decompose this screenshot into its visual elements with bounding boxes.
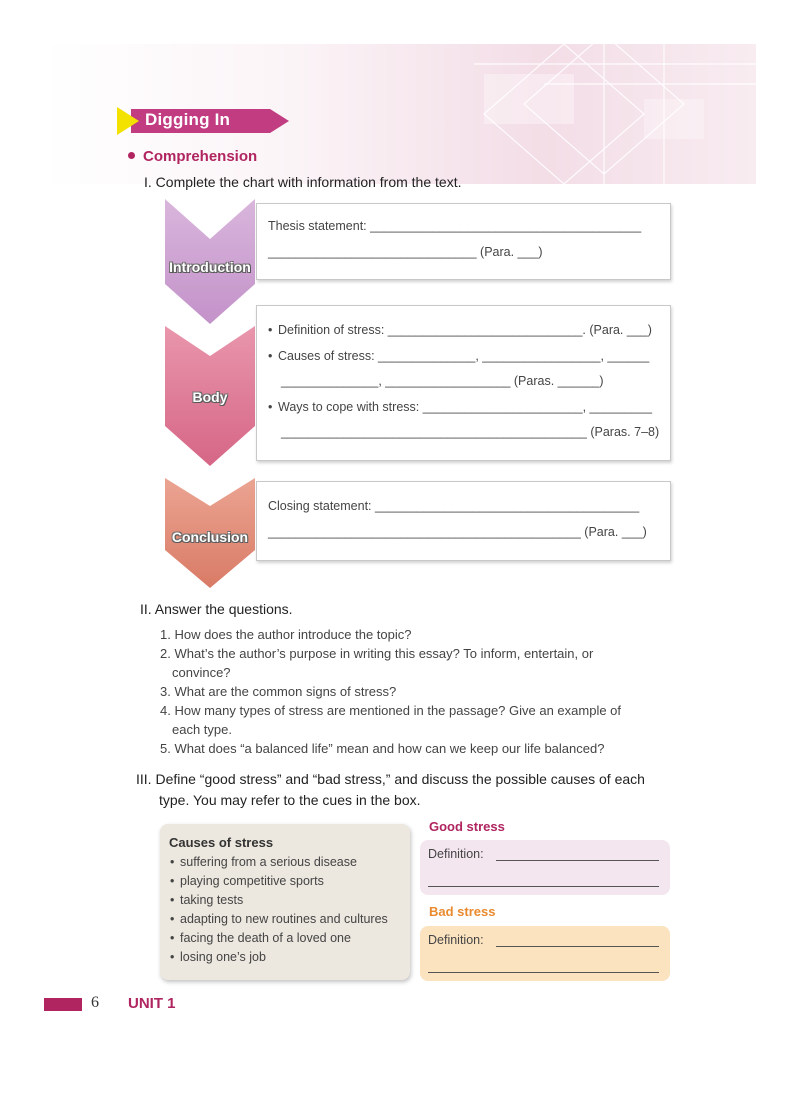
introduction-box: Thesis statement: ______________________…	[256, 203, 671, 280]
header-decoration	[474, 44, 756, 184]
banner-title: Digging In	[145, 110, 231, 129]
subsection-label: Comprehension	[143, 148, 258, 165]
unit-label: UNIT 1	[128, 995, 176, 1012]
causes-line: •Causes of stress: ______________, _____…	[268, 349, 650, 363]
bad-stress-answer-line	[428, 972, 659, 973]
thesis-para-line: ______________________________ (Para. __…	[268, 245, 543, 259]
question-4: 4. How many types of stress are mentione…	[160, 703, 622, 718]
conclusion-chevron: Conclusion	[165, 478, 255, 588]
cause-item: •taking tests	[170, 893, 244, 907]
question-2: 2. What’s the author’s purpose in writin…	[160, 646, 594, 661]
ways-to-cope-line-continued: ________________________________________…	[281, 425, 660, 439]
question-4-continued: each type.	[172, 722, 232, 737]
bad-stress-title: Bad stress	[429, 904, 496, 919]
question-3: 3. What are the common signs of stress?	[160, 684, 397, 699]
good-stress-answer-line	[496, 860, 659, 861]
chevron-shape	[165, 478, 255, 588]
question-5: 5. What does “a balanced life” mean and …	[160, 741, 605, 756]
causes-of-stress-box: Causes of stress •suffering from a serio…	[160, 824, 410, 980]
body-box: •Definition of stress: _________________…	[256, 305, 671, 461]
part3-heading: III. Define “good stress” and “bad stres…	[136, 771, 645, 787]
cause-item: •playing competitive sports	[170, 874, 324, 888]
good-stress-box: Definition:	[420, 840, 670, 895]
cause-item: •suffering from a serious disease	[170, 855, 357, 869]
good-stress-title: Good stress	[429, 819, 505, 834]
question-1: 1. How does the author introduce the top…	[160, 627, 412, 642]
question-list: 1. How does the author introduce the top…	[160, 625, 621, 758]
part1-instruction: Complete the chart with information from…	[155, 174, 462, 190]
introduction-label: Introduction	[169, 259, 251, 275]
body-chevron: Body	[165, 326, 255, 466]
body-label: Body	[192, 389, 228, 405]
part2-number: II.	[140, 601, 152, 617]
footer-bar	[44, 998, 82, 1011]
banner-arrow-icon	[117, 107, 139, 135]
closing-statement-line: Closing statement: _____________________…	[268, 499, 640, 513]
chevron-shape	[165, 199, 255, 324]
bad-stress-box: Definition:	[420, 926, 670, 981]
part2-instruction: Answer the questions.	[154, 601, 293, 617]
cause-item: •losing one’s job	[170, 950, 266, 964]
causes-line-continued: ______________, __________________ (Para…	[281, 374, 604, 388]
cause-item: •facing the death of a loved one	[170, 931, 351, 945]
cause-item: •adapting to new routines and cultures	[170, 912, 388, 926]
section-banner: Digging In	[117, 107, 289, 135]
closing-para-line: ________________________________________…	[268, 525, 647, 539]
part3-number: III.	[136, 771, 152, 787]
bad-stress-answer-line	[496, 946, 659, 947]
definition-line: •Definition of stress: _________________…	[268, 323, 652, 337]
ways-to-cope-line: •Ways to cope with stress: _____________…	[268, 400, 653, 414]
page-number: 6	[91, 994, 99, 1011]
question-2-continued: convince?	[172, 665, 231, 680]
good-stress-answer-line	[428, 886, 659, 887]
part2-heading: II. Answer the questions.	[140, 601, 293, 617]
chevron-shape	[165, 326, 255, 466]
thesis-statement-line: Thesis statement: ______________________…	[268, 219, 642, 233]
bullet-icon	[128, 151, 135, 159]
good-stress-definition-label: Definition:	[428, 847, 484, 861]
part3-instruction-continued: type. You may refer to the cues in the b…	[159, 792, 421, 808]
conclusion-label: Conclusion	[171, 529, 249, 545]
introduction-chevron: Introduction	[165, 199, 255, 324]
part1-heading: I. Complete the chart with information f…	[144, 174, 461, 190]
conclusion-box: Closing statement: _____________________…	[256, 481, 671, 561]
bad-stress-definition-label: Definition:	[428, 933, 484, 947]
subsection-title: Comprehension	[128, 148, 257, 165]
causes-title: Causes of stress	[169, 835, 274, 850]
part3-instruction: Define “good stress” and “bad stress,” a…	[155, 771, 645, 787]
part1-number: I.	[144, 174, 152, 190]
banner-bar	[131, 109, 289, 133]
